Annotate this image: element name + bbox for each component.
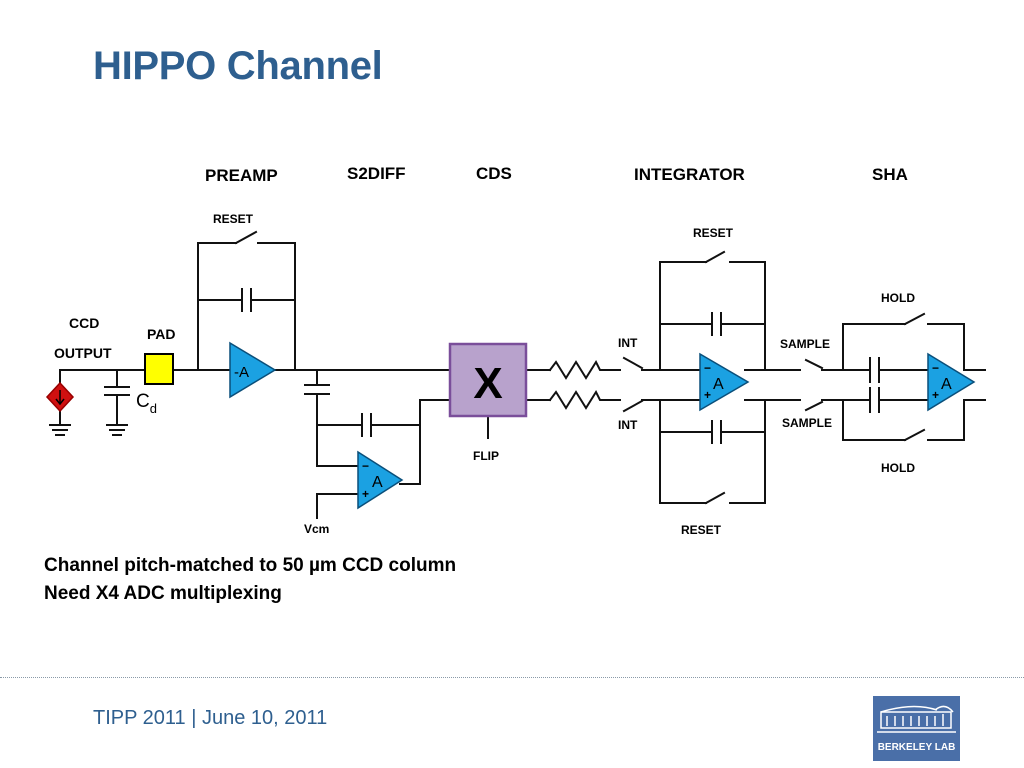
integrator-feedback [659,250,766,505]
cds-symbol: X [473,359,502,408]
resistor-top [548,359,621,380]
note-adc: Need X4 ADC multiplexing [44,583,282,604]
label-preamp-gain: -A [234,364,249,381]
label-sha-minus: − [932,361,939,375]
label-integrator-minus: − [704,361,711,375]
pad-block [144,353,174,385]
sha-network [842,312,986,442]
stage-s2diff: S2DIFF [347,164,406,183]
cds-block [448,342,528,418]
sha-amplifier [927,352,976,412]
label-preamp-reset: RESET [213,212,254,226]
label-vcm: Vcm [304,522,329,536]
page-title: HIPPO Channel [93,44,383,88]
preamp-amplifier [229,341,277,399]
berkeley-lab-logo: BERKELEY LAB [873,696,960,761]
label-sha-gain: A [941,376,952,393]
label-output: OUTPUT [54,345,112,361]
stage-sha: SHA [872,165,908,184]
sample-switch-top [804,358,824,370]
label-flip: FLIP [473,449,499,463]
label-ccd: CCD [69,315,99,331]
label-integrator-reset-top: RESET [693,226,734,240]
label-int-bottom: INT [618,418,638,432]
label-hold-bottom: HOLD [881,461,915,475]
cd-capacitor [104,369,130,436]
ccd-source-symbol [45,381,75,413]
note-pitch: Channel pitch-matched to 50 µm CCD colum… [44,555,457,576]
label-s2diff-plus: + [362,487,369,501]
stage-preamp: PREAMP [205,166,278,185]
sample-switch-bottom [804,400,824,412]
stage-cds: CDS [476,164,512,183]
footer-divider [0,677,1024,678]
logo-text: BERKELEY LAB [877,742,956,753]
label-sample-bottom: SAMPLE [782,416,832,430]
footer-text: TIPP 2011 | June 10, 2011 [93,707,328,729]
integrator-amplifier [699,352,750,412]
label-s2diff-gain: A [372,474,383,491]
s2diff-amplifier [357,450,404,510]
stage-integrator: INTEGRATOR [634,165,745,184]
label-integrator-gain: A [713,376,724,393]
label-sample-top: SAMPLE [780,337,830,351]
notes: Channel pitch-matched to 50 µm CCD colum… [44,552,456,608]
resistor-bottom [548,389,621,410]
int-switch-bottom [622,399,644,413]
label-integrator-plus: + [704,388,711,402]
label-cd: Cd [136,391,157,416]
label-s2diff-minus: − [362,459,369,473]
label-pad: PAD [147,326,176,342]
preamp-feedback [197,230,296,371]
label-hold-top: HOLD [881,291,915,305]
label-sha-plus: + [932,388,939,402]
int-switch-top [622,356,644,370]
berkeley-lab-building-icon [877,705,956,733]
label-integrator-reset-bottom: RESET [681,523,722,537]
label-int-top: INT [618,336,638,350]
s2diff-network [304,369,451,519]
